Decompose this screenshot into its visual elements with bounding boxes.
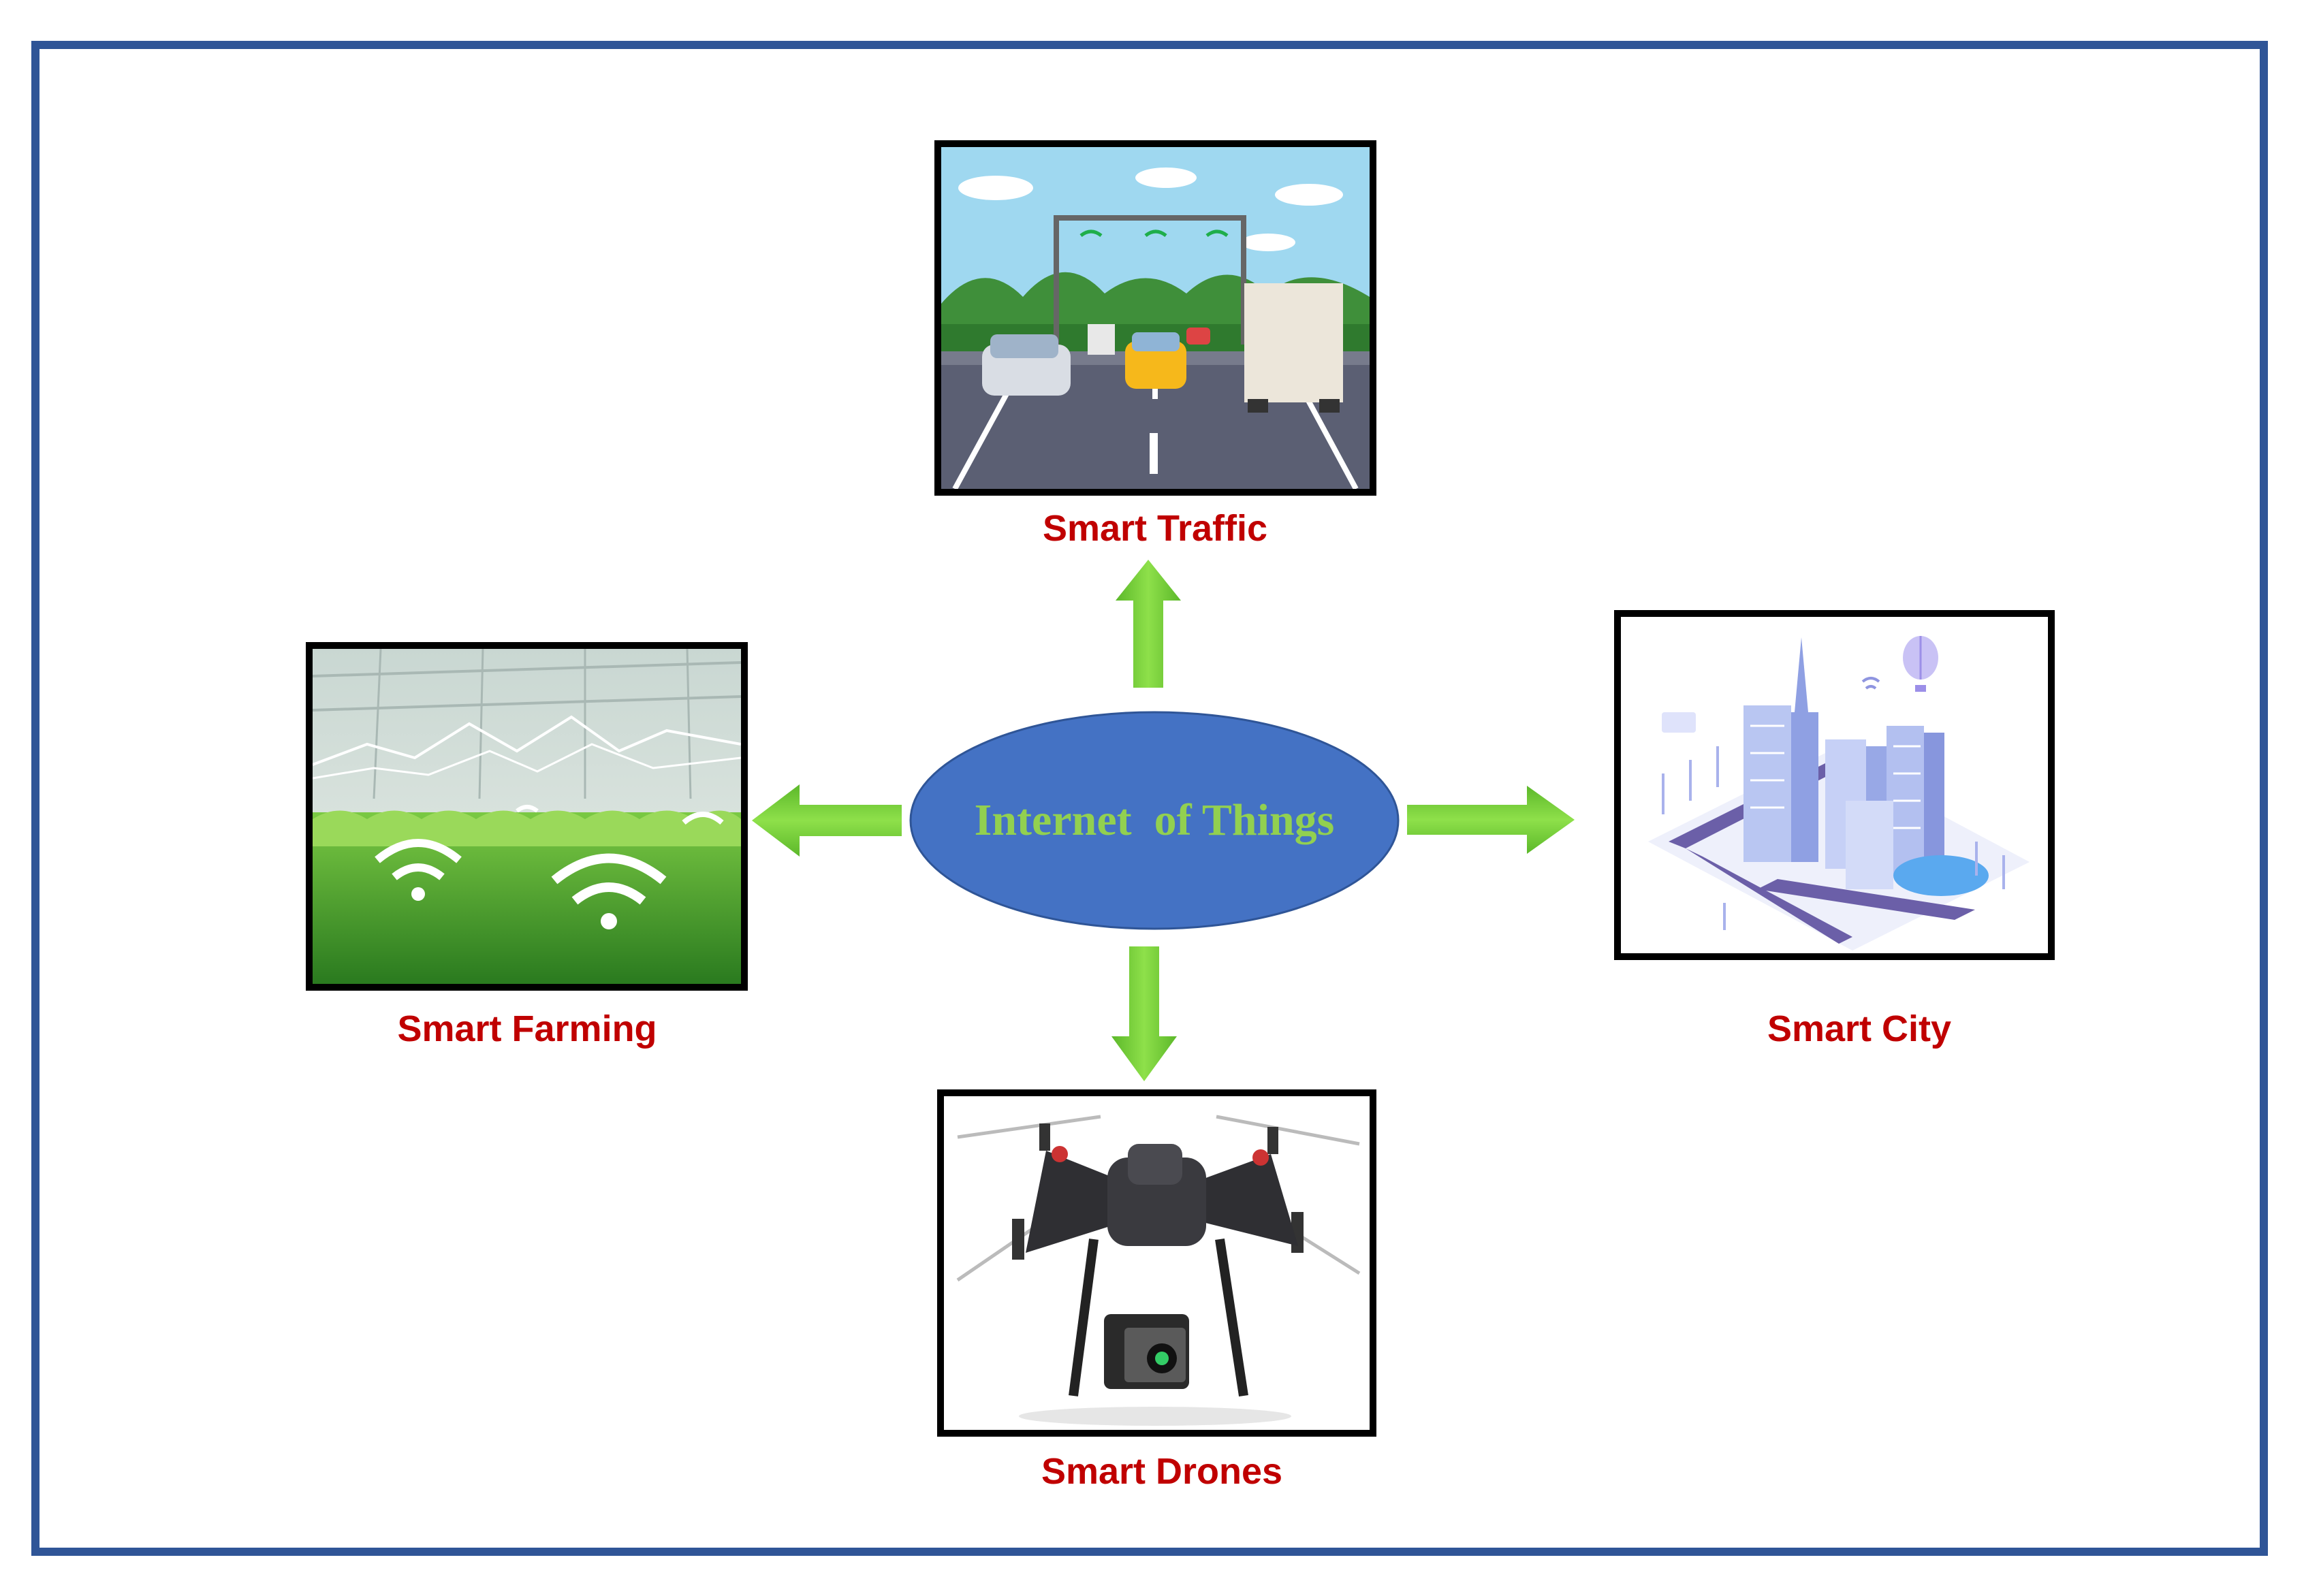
smart-farming-image — [306, 642, 748, 991]
arrow-left-to-farming — [752, 784, 902, 857]
smart-drones-image — [937, 1089, 1376, 1437]
smart-traffic-label: Smart Traffic — [1042, 508, 1268, 549]
smart-traffic-image — [934, 140, 1376, 496]
arrow-up-to-traffic — [1116, 560, 1181, 688]
diagram-frame — [31, 41, 2268, 1556]
iot-hub-label: Internet of Things — [974, 795, 1335, 845]
arrow-down-to-drones — [1111, 946, 1177, 1081]
smart-farming-label: Smart Farming — [397, 1008, 657, 1049]
smart-drones-label: Smart Drones — [1041, 1451, 1283, 1492]
iot-hub-ellipse — [909, 711, 1400, 930]
smart-city-label: Smart City — [1767, 1008, 1952, 1049]
smart-city-image — [1614, 610, 2055, 960]
arrow-right-to-city — [1407, 786, 1575, 854]
